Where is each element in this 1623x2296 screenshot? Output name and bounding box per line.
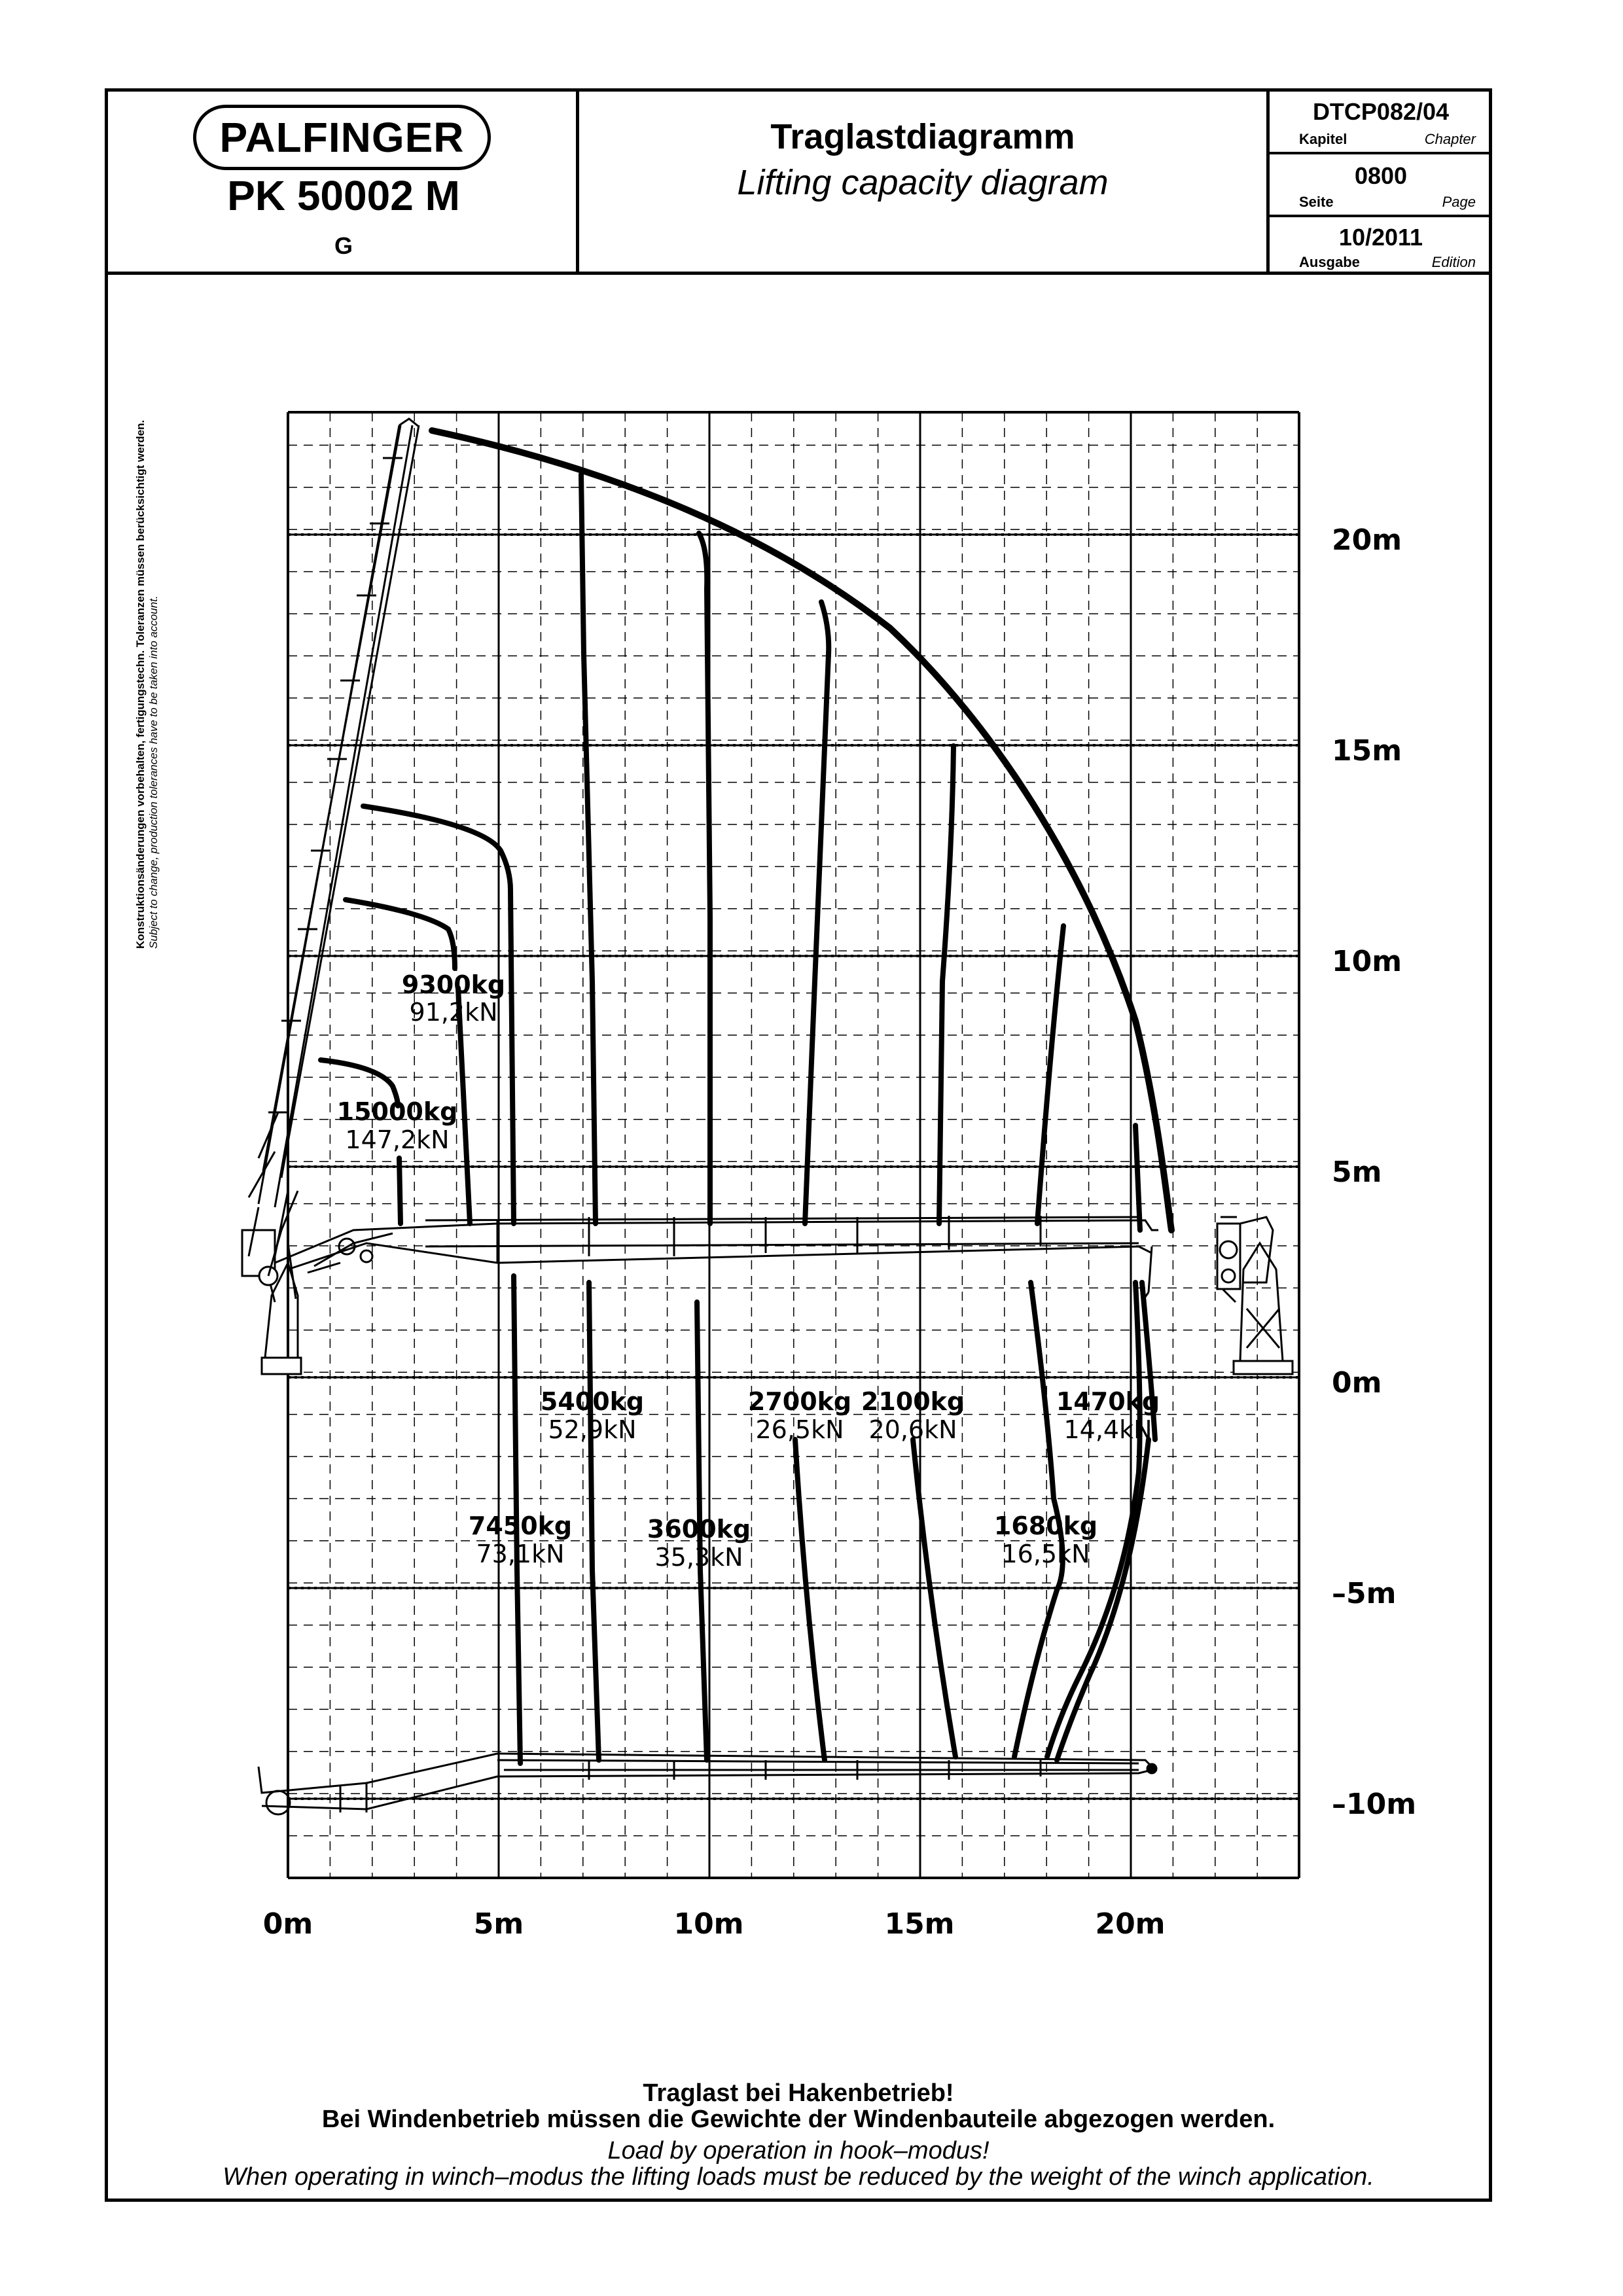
load-kn: 20,6kN	[868, 1415, 957, 1444]
crane-side-view	[1216, 1216, 1294, 1375]
load-kn: 73,1kN	[476, 1540, 564, 1568]
load-label-15000: 15000kg 147,2kN	[337, 1097, 458, 1154]
load-kg: 1680kg	[994, 1511, 1097, 1540]
footer-line1-de: Traglast bei Hakenbetrieb!	[643, 2079, 954, 2107]
doc-number: DTCP082/04	[1312, 98, 1450, 125]
header-divider-right	[1266, 88, 1270, 275]
x-label-5m: 5m	[474, 1907, 524, 1941]
y-label-20m: 20m	[1332, 523, 1402, 557]
edition-label-en: Edition	[1431, 254, 1476, 270]
load-kg: 3600kg	[647, 1515, 751, 1544]
header-row	[105, 88, 1492, 275]
load-label-2100: 2100kg 20,6kN	[861, 1387, 965, 1444]
chapter-label-en: Chapter	[1424, 131, 1476, 147]
brand-logo: PALFINGER	[193, 105, 491, 170]
load-kg: 15000kg	[337, 1097, 458, 1126]
y-label-minus-10m: –10m	[1332, 1788, 1416, 1821]
edition-labels: Ausgabe Edition	[1299, 254, 1476, 271]
crane-boom-lowered	[257, 1752, 1158, 1816]
chapter-labels: Kapitel Chapter	[1299, 131, 1476, 148]
title-german: Traglastdiagramm	[770, 117, 1075, 156]
edition-value: 10/2011	[1338, 224, 1423, 251]
load-kn: 14,4kN	[1063, 1415, 1152, 1444]
load-kg: 9300kg	[402, 970, 505, 999]
load-kg: 2100kg	[861, 1387, 965, 1416]
load-kn: 16,5kN	[1001, 1540, 1090, 1568]
load-kg: 2700kg	[748, 1387, 851, 1416]
meta-separator-2	[1270, 215, 1492, 217]
page-labels: Seite Page	[1299, 194, 1476, 211]
y-axis-labels: 20m 15m 10m 5m 0m –5m –10m	[1332, 523, 1416, 1821]
crane-column	[241, 1190, 302, 1375]
footer-line2-de: Bei Windenbetrieb müssen die Gewichte de…	[321, 2106, 1275, 2133]
crane-boom-raised	[247, 417, 420, 1208]
footer-line2-en: When operating in winch–modus the liftin…	[223, 2163, 1374, 2191]
y-label-10m: 10m	[1332, 945, 1402, 978]
x-label-15m: 15m	[884, 1907, 954, 1941]
page-label-en: Page	[1442, 194, 1476, 210]
crane-boom-horizontal	[274, 1216, 1158, 1299]
model-variant: G	[334, 232, 353, 259]
title-english: Lifting capacity diagram	[737, 163, 1109, 202]
page-label-de: Seite	[1299, 194, 1334, 210]
load-curves	[318, 427, 1175, 1766]
load-kg: 7450kg	[469, 1511, 572, 1540]
page-frame	[105, 88, 1492, 2202]
load-label-2700: 2700kg 26,5kN	[748, 1387, 851, 1444]
load-label-9300: 9300kg 91,2kN	[402, 970, 505, 1027]
load-label-3600: 3600kg 35,3kN	[647, 1515, 751, 1572]
load-kn: 147,2kN	[345, 1125, 449, 1154]
y-label-15m: 15m	[1332, 734, 1402, 768]
y-label-5m: 5m	[1332, 1156, 1382, 1189]
load-label-7450: 7450kg 73,1kN	[469, 1511, 572, 1568]
x-axis-labels: 0m 5m 10m 15m 20m	[263, 1907, 1166, 1941]
brand-name: PALFINGER	[219, 114, 465, 161]
load-labels: 15000kg 147,2kN 9300kg 91,2kN 7450kg 73,…	[337, 970, 1160, 1572]
load-label-1680: 1680kg 16,5kN	[994, 1511, 1097, 1568]
load-label-1470: 1470kg 14,4kN	[1056, 1387, 1160, 1444]
footer-line1-en: Load by operation in hook–modus!	[607, 2137, 990, 2164]
load-kg: 5400kg	[541, 1387, 644, 1416]
x-label-20m: 20m	[1095, 1907, 1165, 1941]
load-kg: 1470kg	[1056, 1387, 1160, 1416]
x-label-10m: 10m	[673, 1907, 743, 1941]
load-kn: 52,9kN	[548, 1415, 636, 1444]
page-value: 0800	[1354, 162, 1408, 189]
meta-separator-1	[1270, 152, 1492, 154]
y-label-minus-5m: –5m	[1332, 1577, 1396, 1610]
load-kn: 26,5kN	[755, 1415, 844, 1444]
load-kn: 35,3kN	[654, 1543, 743, 1572]
load-label-5400: 5400kg 52,9kN	[541, 1387, 644, 1444]
envelope-curve	[429, 427, 1175, 1233]
model-name: PK 50002 M	[227, 172, 460, 219]
header-divider-left	[576, 88, 579, 275]
load-kn: 91,2kN	[409, 998, 497, 1027]
edition-label-de: Ausgabe	[1299, 254, 1360, 270]
x-label-0m: 0m	[263, 1907, 313, 1941]
chapter-label-de: Kapitel	[1299, 131, 1347, 147]
y-label-0m: 0m	[1332, 1366, 1382, 1400]
